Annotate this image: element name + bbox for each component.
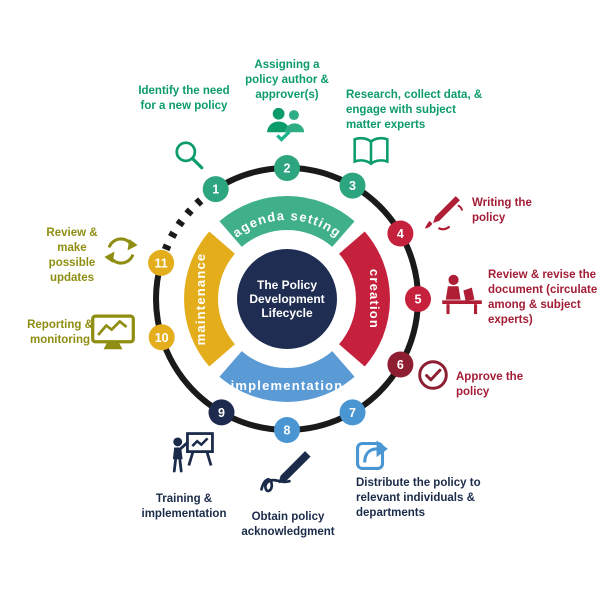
step-8-label: Obtain policy acknowledgment	[241, 511, 335, 538]
center-title-line1: The Policy	[257, 278, 317, 292]
svg-text:11: 11	[154, 256, 167, 270]
step-badge-11: 11	[148, 249, 175, 276]
svg-text:9: 9	[218, 406, 225, 420]
arc-label-creation: creation	[367, 269, 382, 329]
monitor-chart-icon	[90, 312, 136, 354]
magnifying-glass-icon	[172, 138, 206, 172]
check-circle-icon	[416, 358, 450, 392]
center-title-line3: Lifecycle	[261, 306, 313, 320]
arc-agenda-setting	[219, 196, 355, 248]
center-circle	[237, 249, 337, 349]
open-book-icon	[350, 134, 392, 168]
step-badge-5: 5	[405, 286, 431, 312]
step-badge-10: 10	[148, 324, 175, 351]
arc-label-maintenance: maintenance	[193, 253, 208, 346]
outer-ring	[153, 164, 422, 433]
step-6-label: Approve the policy	[456, 371, 524, 398]
svg-text:3: 3	[349, 179, 356, 193]
arc-implementation	[219, 350, 355, 402]
step-badge-8: 8	[274, 417, 300, 443]
step-badge-2: 2	[274, 155, 300, 181]
step-badge-4: 4	[387, 220, 414, 247]
step-badge-9: 9	[208, 399, 235, 426]
step-1-label: Identify the need for a new policy	[138, 85, 230, 112]
step-7-label: Distribute the policy to relevant indivi…	[356, 477, 481, 519]
step-11-label: Review & make possible updates	[46, 227, 98, 284]
step-badge-6: 6	[387, 351, 414, 378]
step-4-label: Writing the policy	[472, 197, 532, 224]
refresh-arrows-icon	[102, 232, 140, 270]
svg-text:5: 5	[415, 293, 422, 307]
svg-text:8: 8	[284, 424, 291, 438]
pen-icon	[420, 192, 464, 236]
svg-text:10: 10	[155, 331, 169, 345]
center-title-line2: Development	[249, 292, 324, 306]
share-arrow-icon	[354, 434, 392, 472]
arc-creation	[338, 231, 390, 367]
signature-icon	[256, 448, 316, 498]
step-9-label: Training & implementation	[141, 493, 227, 520]
presenter-board-icon	[168, 428, 218, 478]
people-check-icon	[262, 104, 308, 144]
step-10-label: Reporting & monitoring	[27, 319, 93, 346]
svg-text:4: 4	[397, 227, 404, 241]
arc-maintenance	[184, 231, 236, 367]
svg-text:1: 1	[212, 183, 219, 197]
svg-text:6: 6	[397, 358, 404, 372]
person-at-desk-icon	[438, 270, 486, 318]
step-badge-7: 7	[339, 399, 366, 426]
svg-text:2: 2	[284, 162, 291, 176]
step-badge-3: 3	[339, 172, 366, 199]
step-badge-1: 1	[202, 176, 229, 203]
step-3-label: Research, collect data, & engage with su…	[346, 89, 483, 131]
step-2-label: Assigning a policy author & approver(s)	[245, 59, 329, 101]
svg-text:7: 7	[349, 406, 356, 420]
step-5-label: Review & revise the document (circulate …	[488, 269, 598, 326]
arc-label-implementation: implementation	[231, 378, 344, 393]
